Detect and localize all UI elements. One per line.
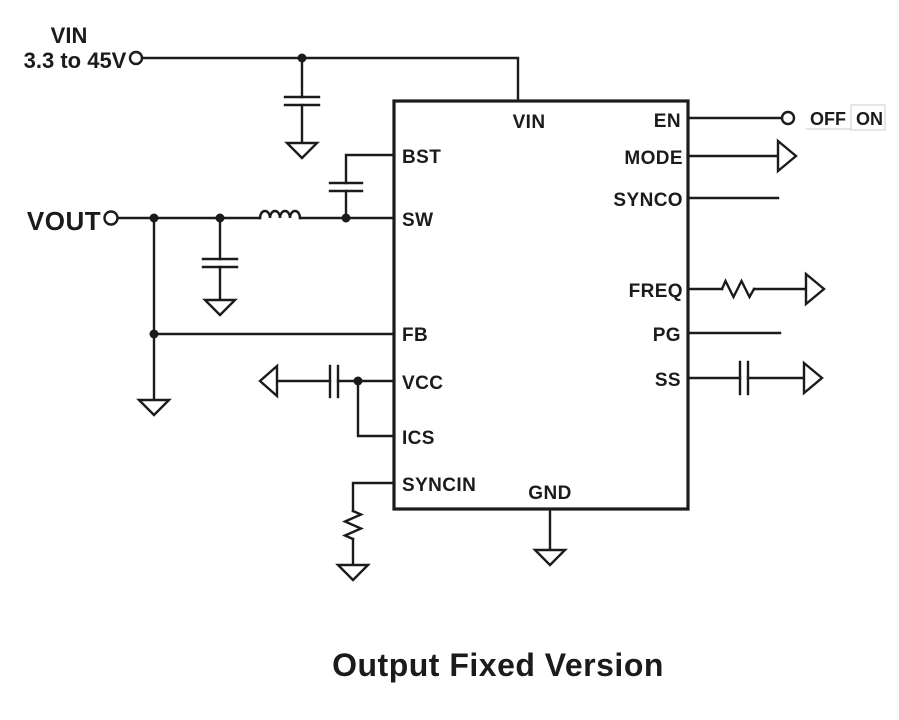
- en-terminal-circle: [780, 110, 796, 126]
- right-signals-section: OFF ON: [686, 104, 886, 396]
- ground-icon: [202, 298, 238, 317]
- wire-bst: [344, 153, 396, 185]
- input-section: VIN 3.3 to 45V: [24, 23, 520, 160]
- pin-label-gnd: GND: [528, 483, 571, 504]
- pin-label-vcc: VCC: [402, 373, 443, 394]
- vcc-section: [258, 363, 396, 582]
- resistor-icon: [342, 509, 364, 541]
- on-box: [850, 104, 886, 131]
- pin-label-bst: BST: [402, 147, 441, 168]
- caption-title: Output Fixed Version: [332, 647, 664, 683]
- vout-terminal-circle: [103, 210, 119, 226]
- signal-arrow-icon: [802, 360, 824, 396]
- vin-range-label: 3.3 to 45V: [24, 48, 127, 73]
- wire-vin: [140, 56, 520, 103]
- ground-icon: [335, 563, 371, 582]
- pin-label-pg: PG: [653, 325, 681, 346]
- ground-icon: [136, 398, 172, 417]
- pin-label-freq: FREQ: [629, 281, 683, 302]
- pin-label-synco: SYNCO: [613, 190, 683, 211]
- resistor-icon: [720, 278, 756, 300]
- inductor-icon: [258, 209, 302, 220]
- pin-label-en: EN: [654, 111, 681, 132]
- vin-source-label: VIN: [51, 23, 88, 48]
- wire-syncin: [351, 481, 396, 513]
- off-label: OFF: [810, 109, 846, 129]
- pin-label-mode: MODE: [624, 148, 683, 169]
- gnd-section: [532, 507, 568, 567]
- pin-label-syncin: SYNCIN: [402, 475, 476, 496]
- ground-icon: [532, 548, 568, 567]
- vin-terminal-circle: [128, 50, 144, 66]
- signal-arrow-icon: [804, 271, 826, 307]
- pin-label-fb: FB: [402, 325, 428, 346]
- output-section: VOUT: [27, 153, 396, 417]
- pin-label-vin: VIN: [513, 112, 546, 133]
- ground-icon: [284, 141, 320, 160]
- signal-arrow-icon: [776, 138, 798, 174]
- wire-ics: [356, 379, 396, 438]
- vout-label: VOUT: [27, 206, 101, 236]
- ic-body: [392, 99, 690, 511]
- on-label: ON: [856, 109, 883, 129]
- pin-label-ss: SS: [655, 370, 681, 391]
- vcc-arrow-icon: [258, 363, 279, 399]
- ic-section: VIN BST SW FB VCC ICS SYNCIN EN MODE SYN…: [392, 99, 690, 511]
- pin-label-ics: ICS: [402, 428, 435, 449]
- pin-label-sw: SW: [402, 210, 433, 231]
